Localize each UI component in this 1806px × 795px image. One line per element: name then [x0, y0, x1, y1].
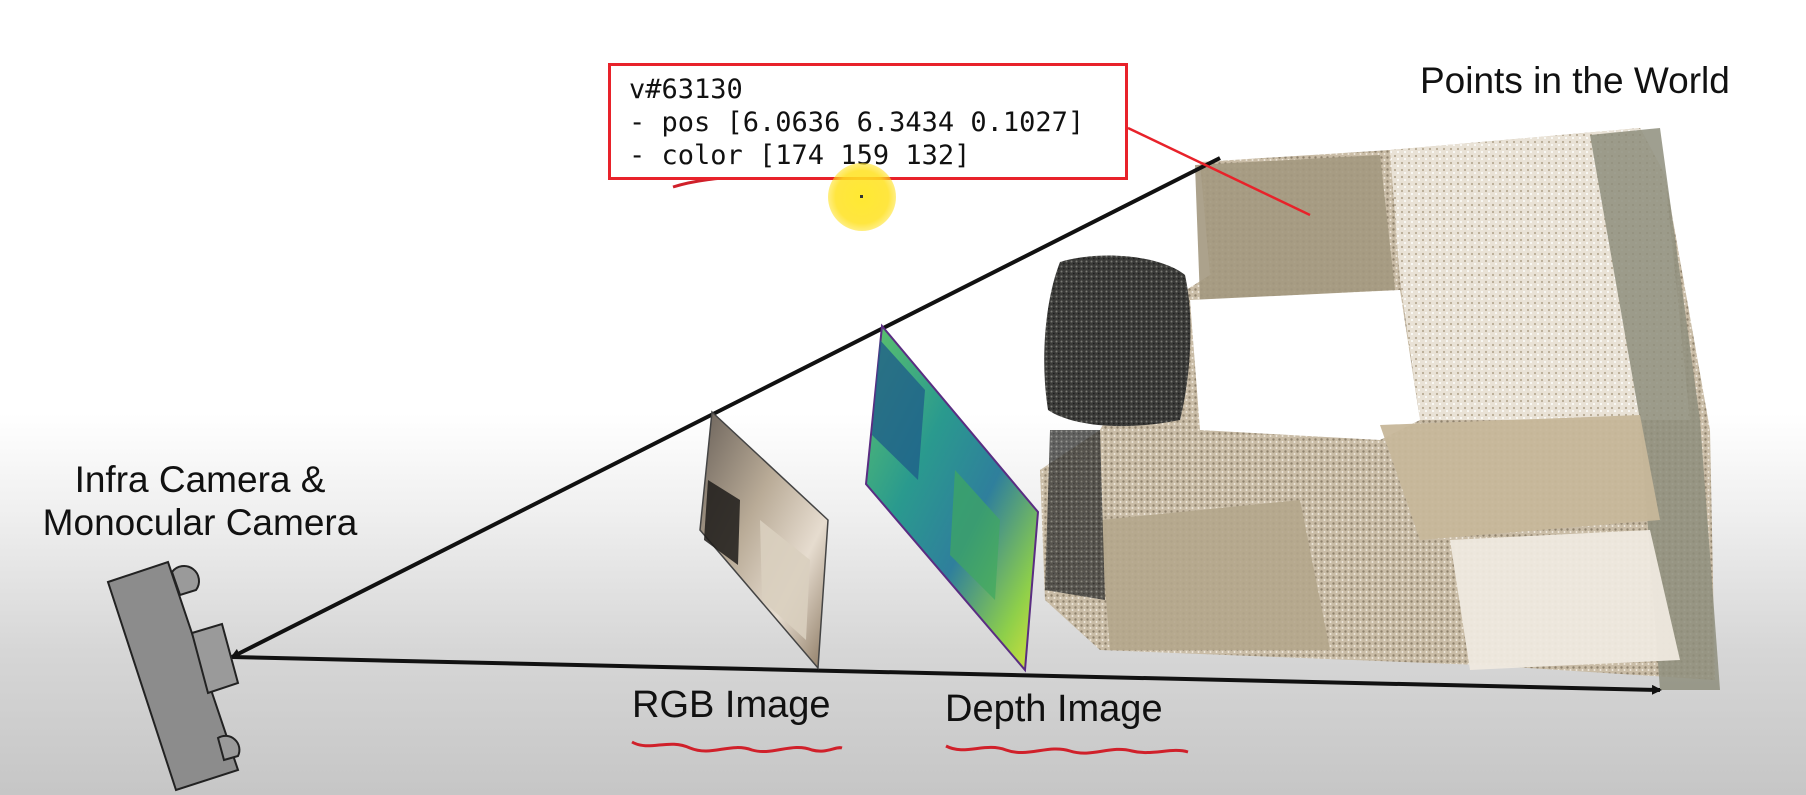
frustum-top-ray: [230, 156, 1221, 659]
vertex-id: v#63130: [629, 74, 743, 105]
vertex-info-box: v#63130 - pos [6.0636 6.3434 0.1027] - c…: [608, 63, 1128, 180]
camera-label-line2: Monocular Camera: [42, 502, 358, 543]
rgb-image-label: RGB Image: [632, 684, 831, 726]
camera-label: Infra Camera & Monocular Camera: [10, 458, 390, 544]
cursor-highlight: [828, 163, 896, 231]
point-cloud-image: [1040, 128, 1720, 690]
depth-image-thumbnail: [864, 323, 1040, 673]
annotation-pointer-line: [1127, 126, 1311, 217]
camera-label-line1: Infra Camera &: [74, 459, 326, 500]
vertex-color: - color [174 159 132]: [629, 140, 971, 171]
rgb-image-thumbnail: [699, 410, 829, 670]
world-points-label: Points in the World: [1420, 60, 1730, 101]
depth-image-label: Depth Image: [945, 688, 1163, 730]
rgb-underline-scribble: [631, 740, 843, 753]
frustum-bottom-ray: [223, 651, 1662, 695]
depth-underline-scribble: [945, 744, 1189, 755]
vertex-position: - pos [6.0636 6.3434 0.1027]: [629, 107, 1085, 138]
camera-icon: [106, 560, 241, 792]
